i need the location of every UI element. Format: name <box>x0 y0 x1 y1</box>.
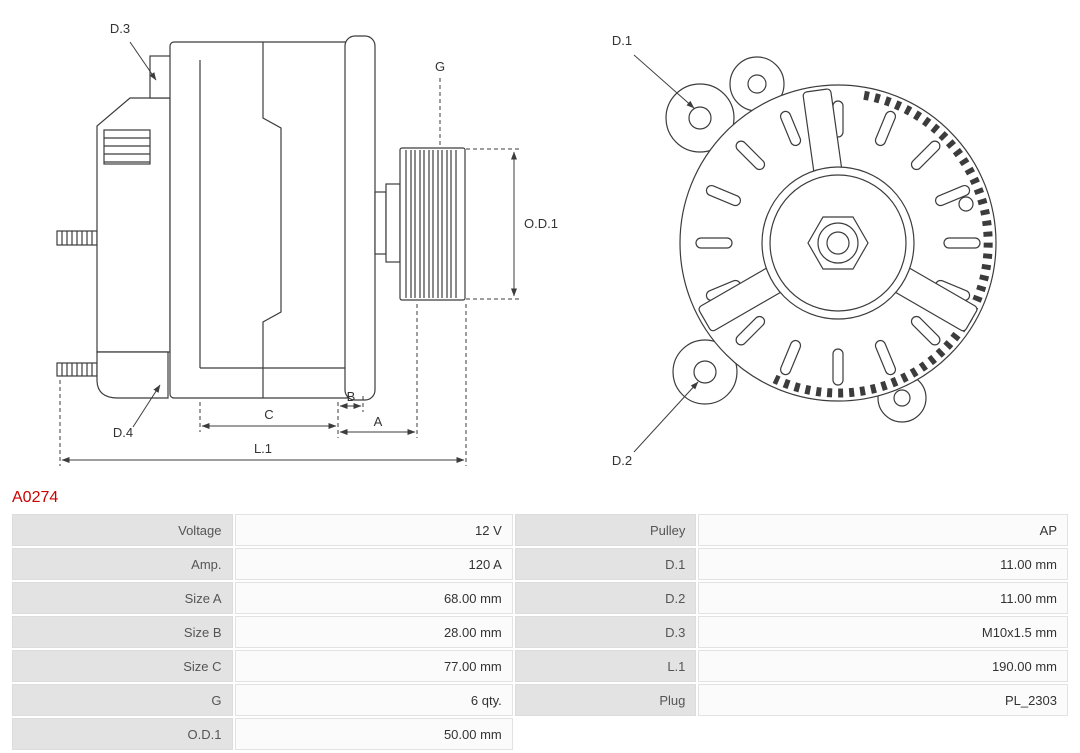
table-row: O.D.1 50.00 mm <box>12 718 1068 750</box>
spec-value: 120 A <box>234 548 513 580</box>
spec-label: Size C <box>12 650 233 682</box>
dim-label-l1: L.1 <box>254 441 272 456</box>
spec-label: Plug <box>514 684 697 716</box>
table-row: Size B 28.00 mm D.3 M10x1.5 mm <box>12 616 1068 648</box>
spec-label: Size A <box>12 582 233 614</box>
alternator-side-view-drawing: D.3 G O.D.1 C B A L.1 D.4 <box>56 21 558 466</box>
spec-value: 11.00 mm <box>698 582 1068 614</box>
spec-value: PL_2303 <box>698 684 1068 716</box>
table-row: G 6 qty. Plug PL_2303 <box>12 684 1068 716</box>
spec-label: L.1 <box>514 650 697 682</box>
spec-label: Pulley <box>514 514 697 546</box>
spec-value: 28.00 mm <box>234 616 513 648</box>
spec-label: D.3 <box>514 616 697 648</box>
empty-cell <box>515 718 1068 750</box>
spec-value: 68.00 mm <box>234 582 513 614</box>
dim-label-b: B <box>347 389 356 404</box>
spec-label: D.2 <box>514 582 697 614</box>
table-row: Size C 77.00 mm L.1 190.00 mm <box>12 650 1068 682</box>
spec-table: Voltage 12 V Pulley AP Amp. 120 A D.1 11… <box>10 512 1070 752</box>
spec-label: D.1 <box>514 548 697 580</box>
part-number: A0274 <box>12 489 59 506</box>
alternator-diagram: D.3 G O.D.1 C B A L.1 D.4 <box>56 21 997 468</box>
technical-drawing: D.3 G O.D.1 C B A L.1 D.4 <box>56 21 997 468</box>
dim-label-od1: O.D.1 <box>524 216 558 231</box>
spec-value: AP <box>698 514 1068 546</box>
dim-label-d2: D.2 <box>612 453 632 468</box>
dim-label-d4: D.4 <box>113 425 133 440</box>
dim-label-g: G <box>435 59 445 74</box>
spec-value: 12 V <box>234 514 513 546</box>
spec-value: M10x1.5 mm <box>698 616 1068 648</box>
spec-value: 190.00 mm <box>698 650 1068 682</box>
spec-label: Size B <box>12 616 233 648</box>
spec-label: Voltage <box>12 514 233 546</box>
spec-label: O.D.1 <box>12 718 233 750</box>
table-row: Size A 68.00 mm D.2 11.00 mm <box>12 582 1068 614</box>
alternator-front-view-drawing: D.1 D.2 <box>612 33 997 468</box>
spec-value: 77.00 mm <box>234 650 513 682</box>
spec-value: 11.00 mm <box>698 548 1068 580</box>
dim-label-a: A <box>374 414 383 429</box>
spec-value: 50.00 mm <box>234 718 513 750</box>
spec-label: Amp. <box>12 548 233 580</box>
spec-value: 6 qty. <box>234 684 513 716</box>
table-row: Voltage 12 V Pulley AP <box>12 514 1068 546</box>
dim-label-c: C <box>264 407 273 422</box>
dim-label-d3: D.3 <box>110 21 130 36</box>
spec-label: G <box>12 684 233 716</box>
table-row: Amp. 120 A D.1 11.00 mm <box>12 548 1068 580</box>
dim-label-d1: D.1 <box>612 33 632 48</box>
